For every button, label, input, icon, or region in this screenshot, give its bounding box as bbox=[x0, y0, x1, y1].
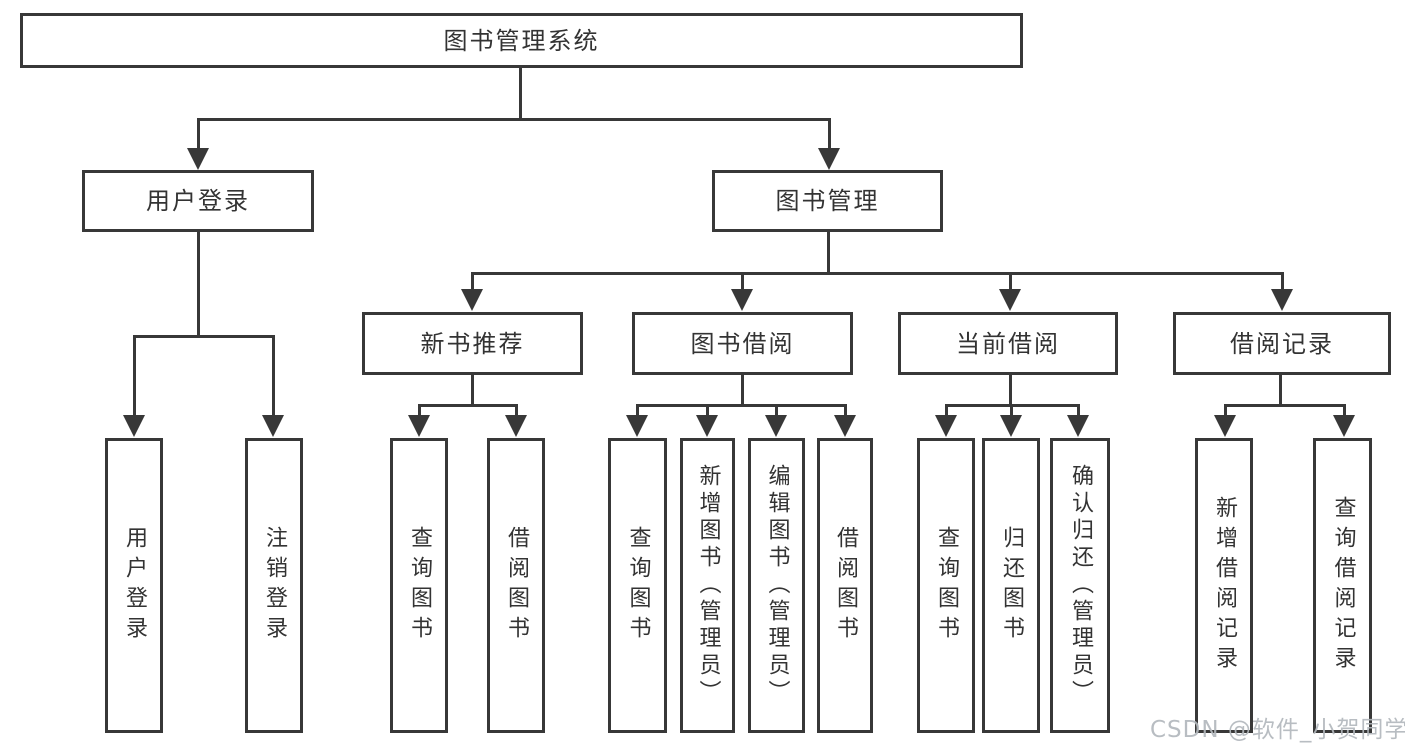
arrowhead-add-record bbox=[1214, 415, 1236, 437]
connector-recommend-stem bbox=[471, 375, 474, 407]
connector-book-mgmt-stem bbox=[827, 232, 830, 275]
leaf-user-login-label: 用户登录 bbox=[122, 525, 147, 646]
leaf-edit-book-admin-label: 编辑图书（管理员） bbox=[764, 464, 790, 707]
leaf-edit-book-admin: 编辑图书（管理员） bbox=[748, 438, 805, 733]
arrowhead-user-login bbox=[187, 148, 209, 170]
connector-to-user-login bbox=[197, 118, 200, 152]
connector-to-book-management bbox=[828, 118, 831, 152]
leaf-confirm-return-admin: 确认归还（管理员） bbox=[1050, 438, 1110, 733]
leaf-return-books-label: 归还图书 bbox=[999, 525, 1024, 646]
leaf-query-books-borrow: 查询图书 bbox=[608, 438, 667, 733]
arrowhead-add-book bbox=[696, 415, 718, 437]
connector-to-leaf-user-login bbox=[133, 335, 136, 415]
arrowhead-query2 bbox=[626, 415, 648, 437]
connector-level3-bar bbox=[471, 272, 1283, 275]
connector-to-book-borrow bbox=[741, 272, 744, 290]
node-current-borrow: 当前借阅 bbox=[898, 312, 1118, 375]
connector-records-bar bbox=[1224, 404, 1346, 407]
node-borrow-records: 借阅记录 bbox=[1173, 312, 1391, 375]
connector-to-edit-book bbox=[775, 404, 778, 416]
arrowhead-borrow2 bbox=[834, 415, 856, 437]
leaf-add-book-admin-label: 新增图书（管理员） bbox=[695, 464, 721, 707]
connector-to-borrow1 bbox=[515, 404, 518, 416]
arrowhead-leaf-logout bbox=[262, 415, 284, 437]
leaf-logout: 注销登录 bbox=[245, 438, 303, 733]
connector-book-borrow-stem bbox=[741, 375, 744, 407]
node-root: 图书管理系统 bbox=[20, 13, 1023, 68]
node-new-book-recommend-label: 新书推荐 bbox=[420, 329, 525, 358]
node-book-management: 图书管理 bbox=[712, 170, 943, 232]
leaf-borrow-books: 借阅图书 bbox=[817, 438, 873, 733]
node-user-login-label: 用户登录 bbox=[146, 187, 250, 215]
connector-to-add-book bbox=[706, 404, 709, 416]
leaf-query-books-current-label: 查询图书 bbox=[934, 525, 959, 646]
node-book-management-label: 图书管理 bbox=[775, 187, 880, 215]
connector-user-login-bar bbox=[133, 335, 275, 338]
connector-to-confirm-return bbox=[1077, 404, 1080, 416]
arrowhead-confirm-return bbox=[1067, 415, 1089, 437]
node-current-borrow-label: 当前借阅 bbox=[956, 329, 1060, 358]
leaf-query-borrow-record: 查询借阅记录 bbox=[1313, 438, 1372, 733]
node-new-book-recommend: 新书推荐 bbox=[362, 312, 583, 375]
connector-to-query1 bbox=[418, 404, 421, 416]
leaf-confirm-return-admin-label: 确认归还（管理员） bbox=[1068, 464, 1093, 707]
connector-current-stem bbox=[1009, 375, 1012, 407]
node-root-label: 图书管理系统 bbox=[443, 26, 600, 55]
connector-records-stem bbox=[1279, 375, 1282, 407]
node-borrow-records-label: 借阅记录 bbox=[1230, 329, 1334, 358]
leaf-return-books: 归还图书 bbox=[982, 438, 1040, 733]
arrowhead-query3 bbox=[935, 415, 957, 437]
arrowhead-book-borrow bbox=[731, 289, 753, 311]
connector-to-new-book-recommend bbox=[471, 272, 474, 290]
node-book-borrow-label: 图书借阅 bbox=[690, 329, 795, 358]
leaf-borrow-books-recommend-label: 借阅图书 bbox=[504, 525, 529, 646]
leaf-add-borrow-record-label: 新增借阅记录 bbox=[1212, 495, 1237, 676]
connector-to-query3 bbox=[945, 404, 948, 416]
arrowhead-query-record bbox=[1333, 415, 1355, 437]
leaf-borrow-books-recommend: 借阅图书 bbox=[487, 438, 545, 733]
connector-recommend-bar bbox=[418, 404, 518, 407]
arrowhead-edit-book bbox=[765, 415, 787, 437]
connector-to-borrow-records bbox=[1281, 272, 1284, 290]
arrowhead-return bbox=[1000, 415, 1022, 437]
leaf-logout-label: 注销登录 bbox=[262, 525, 287, 646]
node-user-login: 用户登录 bbox=[82, 170, 314, 232]
connector-user-login-stem bbox=[197, 232, 200, 338]
arrowhead-leaf-user-login bbox=[123, 415, 145, 437]
arrowhead-borrow-records bbox=[1271, 289, 1293, 311]
connector-to-borrow2 bbox=[844, 404, 847, 416]
leaf-query-books-borrow-label: 查询图书 bbox=[625, 525, 651, 646]
watermark: CSDN @软件_小贺同学 bbox=[1150, 717, 1405, 743]
leaf-user-login: 用户登录 bbox=[105, 438, 163, 733]
leaf-query-books-recommend-label: 查询图书 bbox=[407, 525, 432, 646]
connector-to-query2 bbox=[636, 404, 639, 416]
connector-root-stem bbox=[519, 68, 522, 120]
leaf-add-borrow-record: 新增借阅记录 bbox=[1195, 438, 1253, 733]
arrowhead-book-management bbox=[818, 148, 840, 170]
leaf-query-books-current: 查询图书 bbox=[917, 438, 975, 733]
connector-to-leaf-logout bbox=[272, 335, 275, 415]
connector-to-current-borrow bbox=[1009, 272, 1012, 290]
arrowhead-borrow1 bbox=[505, 415, 527, 437]
connector-book-borrow-bar bbox=[636, 404, 847, 407]
leaf-query-borrow-record-label: 查询借阅记录 bbox=[1330, 495, 1356, 676]
connector-to-query-record bbox=[1343, 404, 1346, 416]
leaf-add-book-admin: 新增图书（管理员） bbox=[680, 438, 735, 733]
leaf-query-books-recommend: 查询图书 bbox=[390, 438, 448, 733]
connector-to-add-record bbox=[1224, 404, 1227, 416]
arrowhead-new-book-recommend bbox=[461, 289, 483, 311]
connector-level2-bar bbox=[197, 118, 831, 121]
leaf-borrow-books-label: 借阅图书 bbox=[833, 525, 858, 646]
arrowhead-query1 bbox=[408, 415, 430, 437]
arrowhead-current-borrow bbox=[999, 289, 1021, 311]
connector-to-return bbox=[1010, 404, 1013, 416]
node-book-borrow: 图书借阅 bbox=[632, 312, 853, 375]
